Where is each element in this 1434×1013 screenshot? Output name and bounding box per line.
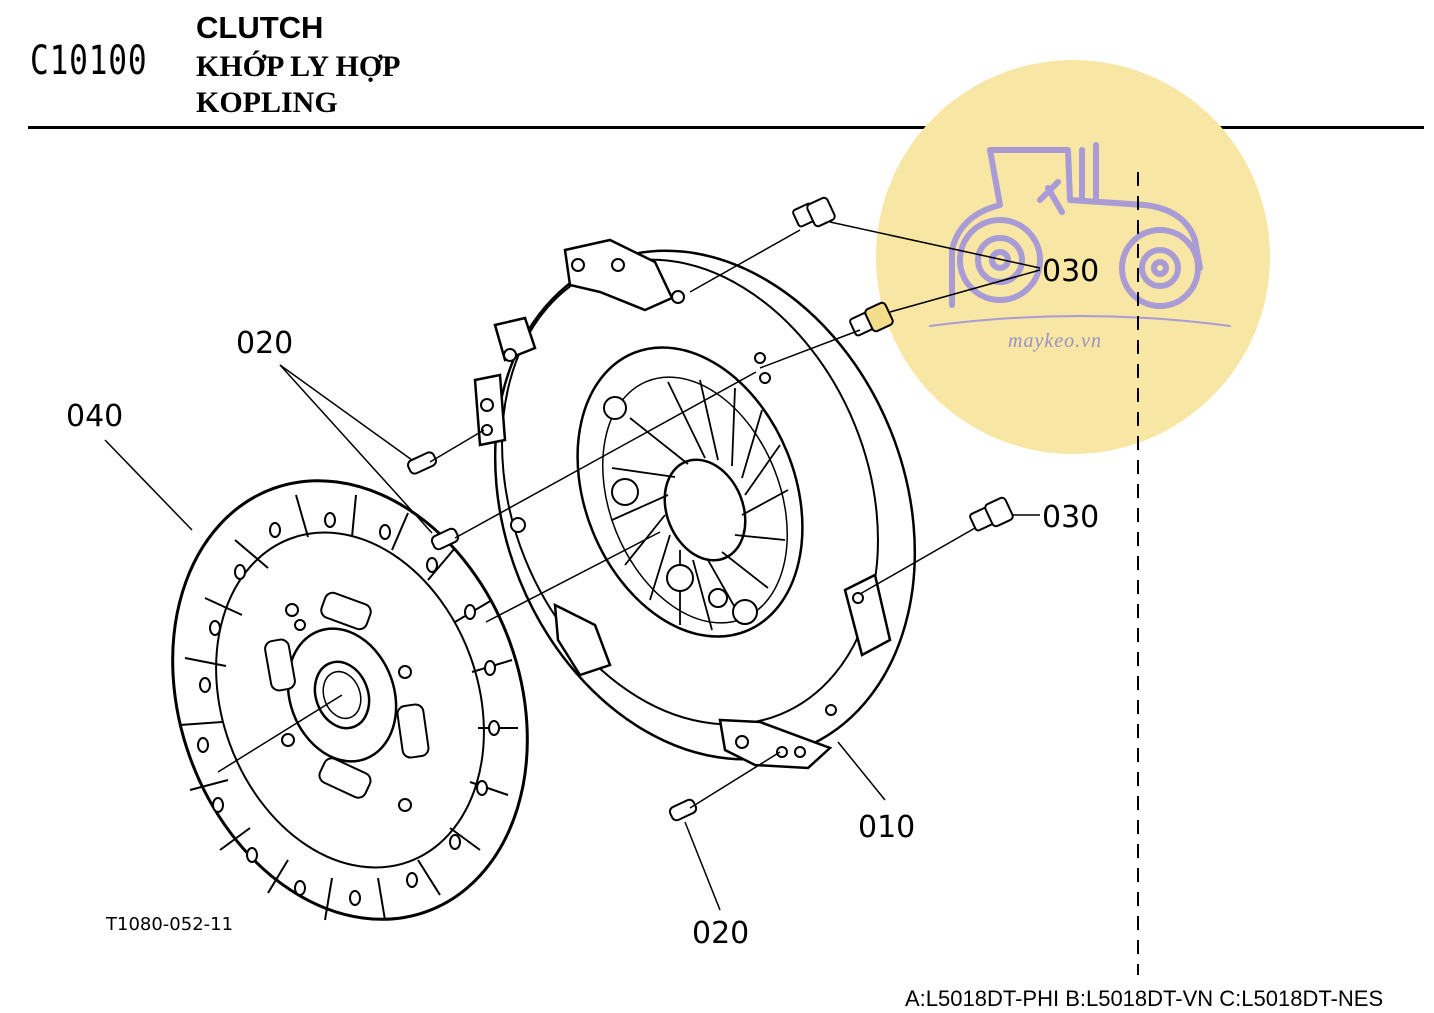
callout-020-bottom: 020 — [692, 916, 749, 951]
title-indonesian: KOPLING — [196, 86, 338, 119]
figure-code: T1080-052-11 — [105, 914, 233, 935]
header-divider — [28, 126, 1424, 129]
callout-020-top: 020 — [236, 326, 293, 361]
tractor-logo-icon — [929, 142, 1231, 327]
section-code: C10100 — [30, 38, 148, 84]
callout-030-right: 030 — [1042, 500, 1099, 535]
bolt-right — [969, 496, 1014, 532]
callout-040: 040 — [66, 399, 123, 434]
models-footer: A:L5018DT-PHI B:L5018DT-VN C:L5018DT-NES — [905, 986, 1383, 1011]
clutch-cover-assembly — [473, 238, 917, 770]
cover-bolts — [792, 196, 1014, 532]
dowel-pins — [406, 451, 698, 822]
title-english: CLUTCH — [196, 10, 324, 45]
title-vietnamese: KHỚP LY HỢP — [196, 50, 401, 83]
leader-lines — [104, 221, 1041, 911]
bolt-top — [792, 196, 836, 228]
callout-030-top: 030 — [1042, 254, 1099, 289]
callout-010: 010 — [858, 810, 915, 845]
watermark-text: maykeo.vn — [1008, 330, 1102, 352]
bolt-middle — [849, 301, 894, 337]
watermark-circle — [876, 60, 1270, 454]
